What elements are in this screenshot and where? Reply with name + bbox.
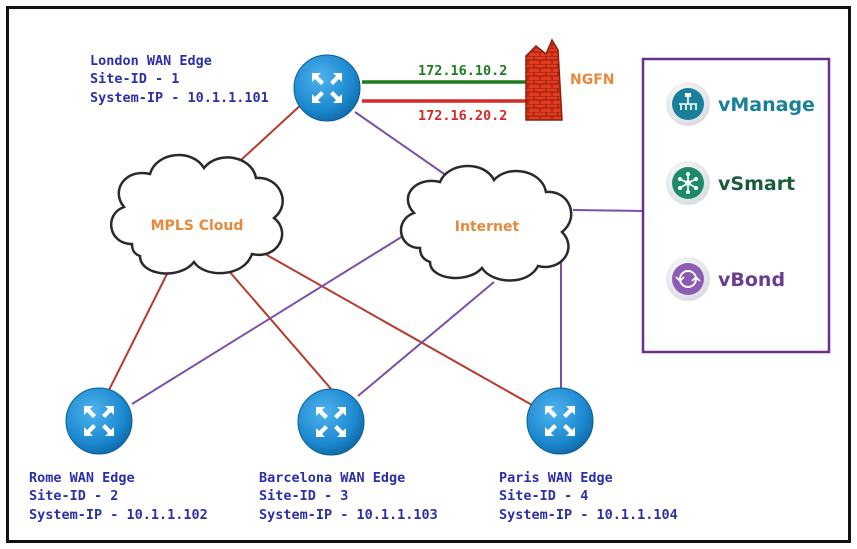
site-name: Barcelona WAN Edge [259, 470, 405, 486]
firewall-red-ip: 172.16.20.2 [418, 108, 507, 124]
controller-vmanage: vManage [666, 82, 815, 126]
site-label-paris: Paris WAN Edge Site-ID - 4 System-IP - 1… [499, 470, 678, 523]
site-system-ip: System-IP - 10.1.1.102 [29, 507, 208, 523]
site-id: Site-ID - 1 [90, 71, 179, 87]
controllers-box: vManage vSmart [641, 57, 831, 354]
site-name: Paris WAN Edge [499, 470, 613, 486]
link-london-internet [354, 111, 451, 179]
site-name: London WAN Edge [90, 53, 212, 69]
firewall-label: NGFN [570, 72, 615, 88]
site-label-london: London WAN Edge Site-ID - 1 System-IP - … [90, 53, 269, 106]
firewall: NGFN [525, 38, 615, 121]
controller-vbond: vBond [666, 257, 785, 301]
router-london [293, 54, 361, 122]
vmanage-label: vManage [718, 94, 815, 116]
internet-links [131, 111, 644, 405]
site-system-ip: System-IP - 10.1.1.101 [90, 90, 269, 106]
vsmart-label: vSmart [718, 173, 795, 195]
router-rome [65, 387, 133, 455]
site-system-ip: System-IP - 10.1.1.103 [259, 507, 438, 523]
link-internet-controllers [572, 209, 644, 212]
mpls-cloud: MPLS Cloud [109, 153, 284, 275]
site-id: Site-ID - 3 [259, 488, 348, 504]
firewall-icon [525, 38, 563, 121]
site-id: Site-ID - 4 [499, 488, 588, 504]
link-internet-rome [131, 235, 404, 405]
site-system-ip: System-IP - 10.1.1.104 [499, 507, 678, 523]
mpls-cloud-label: MPLS Cloud [151, 218, 244, 234]
site-label-barcelona: Barcelona WAN Edge Site-ID - 3 System-IP… [259, 470, 438, 523]
router-paris [526, 387, 594, 455]
site-name: Rome WAN Edge [29, 470, 135, 486]
site-label-rome: Rome WAN Edge Site-ID - 2 System-IP - 10… [29, 470, 208, 523]
controller-vsmart: vSmart [666, 161, 795, 205]
internet-cloud: Internet [399, 164, 573, 282]
internet-cloud-label: Internet [455, 219, 520, 235]
link-internet-barcelona [357, 281, 495, 397]
site-id: Site-ID - 2 [29, 488, 118, 504]
router-barcelona [297, 388, 365, 456]
link-mpls-paris [257, 249, 533, 406]
vmanage-icon [666, 82, 710, 126]
vbond-label: vBond [718, 269, 785, 291]
vsmart-icon [666, 161, 710, 205]
vbond-icon [666, 257, 710, 301]
link-mpls-barcelona [221, 262, 333, 391]
firewall-green-ip: 172.16.10.2 [418, 63, 507, 79]
link-mpls-rome [107, 267, 171, 393]
